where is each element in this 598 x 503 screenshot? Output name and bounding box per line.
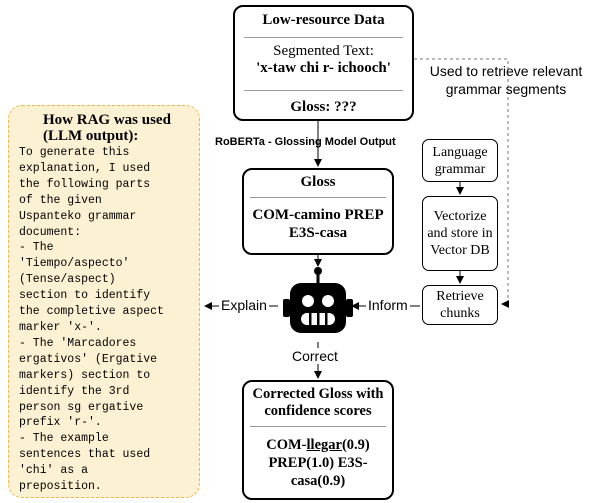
language-grammar-box: Language grammar <box>422 139 498 182</box>
low-resource-data-box: Low-resource Data Segmented Text: 'x-taw… <box>233 5 414 121</box>
rag-body-line: - The <box>19 241 54 255</box>
rag-body-line: of the given <box>19 193 102 207</box>
rag-body-line: document: <box>19 225 82 239</box>
corrected-title-line1: Corrected Gloss with <box>252 386 384 402</box>
rag-body-line: (Tense/aspect) <box>19 273 116 287</box>
rag-body-line: - The 'Marcadores <box>19 336 137 350</box>
rag-body-line: - The example <box>19 432 109 446</box>
corrected-line-2: PREP(1.0) E3S- <box>268 455 368 471</box>
corrected-line-1: COM-llegar(0.9) <box>244 436 392 454</box>
rag-body-line: identify the 3rd <box>19 384 130 398</box>
corrected-box-divider <box>250 426 386 427</box>
rag-body-line: marker 'x-'. <box>19 320 102 334</box>
segmented-text-value: 'x-taw chi r- ichooch' <box>256 60 391 76</box>
corrected-line-3: casa(0.9) <box>290 473 346 489</box>
vectorize-store-box: Vectorize and store in Vector DB <box>422 196 498 271</box>
rag-body-line: explanation, I used <box>19 161 151 175</box>
gloss-box: Gloss COM-camino PREP E3S-casa <box>242 168 394 255</box>
corrected-gloss-box: Corrected Gloss with confidence scores C… <box>242 380 394 500</box>
model-output-label: RoBERTa - Glossing Model Output <box>215 136 396 148</box>
vectorize-store-text: Vectorize and store in Vector DB <box>427 209 493 258</box>
rag-body-line: 'Tiempo/aspecto' <box>19 257 130 271</box>
rag-body-line: ergativos' (Ergative <box>19 352 158 366</box>
rag-body-line: sentences that used <box>19 448 151 462</box>
retrieve-chunks-box: Retrieve chunks <box>422 285 498 325</box>
rag-body-line: section to identify <box>19 289 151 303</box>
segmented-text-label: Segmented Text: <box>273 43 374 59</box>
gloss-unknown: Gloss: ??? <box>290 99 357 115</box>
rag-body-line: markers) section to <box>19 368 151 382</box>
data-box-divider <box>244 37 403 38</box>
rag-explanation-box: How RAG was used (LLM output): To genera… <box>8 105 200 498</box>
rag-body-line: To generate this <box>19 146 130 159</box>
dashed-retrieval-link <box>414 58 509 308</box>
language-grammar-text: Language grammar <box>432 144 488 177</box>
rag-body-line: prefix 'r-'. <box>19 416 102 430</box>
corrected-score: (0.9) <box>341 437 370 453</box>
retrieval-annotation: Used to retrieve relevant grammar segmen… <box>414 62 598 98</box>
gloss-box-divider <box>250 197 386 198</box>
gloss-line-2: E3S-casa <box>288 225 348 241</box>
rag-body-line: Uspanteko grammar <box>19 209 137 223</box>
rag-body-line: the following parts <box>19 177 151 191</box>
rag-title-line2: (LLM output): <box>43 128 139 144</box>
rag-body-line: preposition. <box>19 480 102 494</box>
corrected-title-line2: confidence scores <box>264 403 372 419</box>
gloss-box-title: Gloss <box>300 174 336 190</box>
rag-body-line: 'chi' as a <box>19 464 89 478</box>
data-box-divider-2 <box>244 90 403 91</box>
corrected-prefix: COM- <box>266 437 307 453</box>
explain-label: Explain <box>219 297 269 313</box>
data-box-title: Low-resource Data <box>262 12 385 28</box>
llm-robot-icon <box>280 266 356 338</box>
retrieval-annotation-line2: grammar segments <box>445 81 567 97</box>
rag-body-line: person sg ergative <box>19 400 144 414</box>
rag-body-line: the completive aspect <box>19 305 164 319</box>
rag-title-line1: How RAG was used <box>43 112 171 128</box>
rag-body: To generate this explanation, I used the f… <box>19 145 189 495</box>
gloss-line-1: COM-camino PREP <box>252 207 384 223</box>
retrieve-chunks-text: Retrieve chunks <box>436 289 484 321</box>
correct-label: Correct <box>290 348 340 364</box>
inform-label: Inform <box>366 297 410 313</box>
retrieval-annotation-line1: Used to retrieve relevant <box>429 63 583 79</box>
corrected-word-llegar: llegar <box>306 437 342 453</box>
